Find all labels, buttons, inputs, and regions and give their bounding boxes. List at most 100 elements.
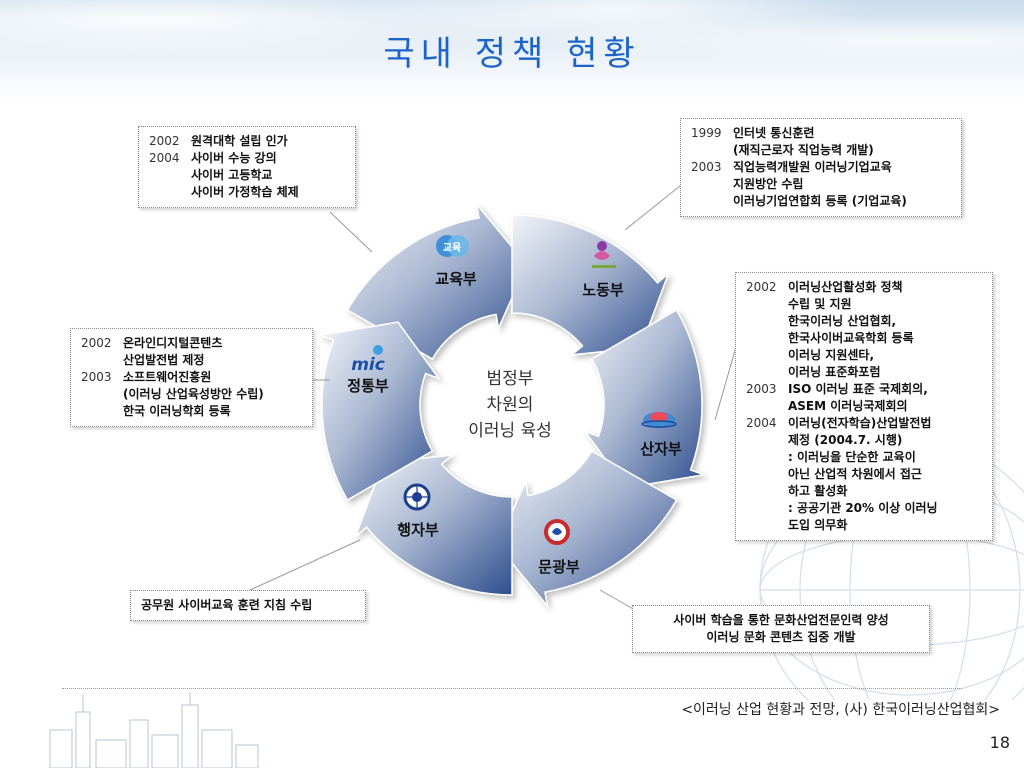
callout-text: 이러닝산업활성화 정책: [788, 280, 903, 294]
callout-text: 사이버 고등학교: [191, 168, 273, 182]
callout-year: 2004: [746, 416, 777, 430]
callout-text: 이러닝 표준화포럼: [788, 365, 881, 379]
callout-culture: 사이버 학습을 통한 문화산업전문인력 양성 이러닝 문화 콘텐츠 집중 개발: [632, 605, 930, 653]
cycle-arrow-segment: [346, 201, 528, 361]
callout-year: [746, 432, 788, 449]
callout-text: 도입 의무화: [788, 518, 848, 532]
callout-text: 지원방안 수립: [733, 177, 804, 191]
callout-text: 인터넷 통신훈련: [733, 126, 815, 140]
callout-year: [746, 296, 788, 313]
connector-administration: [249, 539, 361, 591]
connector-culture: [599, 589, 636, 611]
sky-banner: [0, 0, 1024, 100]
callout-commerce-row: 2003 ISO 이러닝 표준 국제회의,: [746, 381, 982, 398]
footer-divider: [62, 688, 962, 689]
callout-text: ISO 이러닝 표준 국제회의,: [788, 382, 928, 396]
callout-year: [746, 483, 788, 500]
source-citation: <이러닝 산업 현황과 전망, (사) 한국이러닝산업협회>: [681, 702, 1000, 718]
callout-text: : 이러닝을 단순한 교육이: [788, 450, 916, 464]
page-number: 18: [989, 733, 1010, 752]
callout-commerce-row: : 공공기관 20% 이상 이러닝: [746, 500, 982, 517]
callout-commerce-row: 하고 활성화: [746, 483, 982, 500]
cycle-arrow-segment: [496, 449, 678, 609]
callout-labor-row: 이러닝기업연합회 등록 (기업교육): [691, 193, 951, 210]
callout-commerce-row: 도입 의무화: [746, 517, 982, 534]
callout-year: [746, 313, 788, 330]
callout-year: [691, 193, 733, 210]
callout-commerce-row: 아닌 산업적 차원에서 접근: [746, 466, 982, 483]
ministry-label-labor: 노동부: [582, 281, 624, 299]
callout-text: (이러닝 산업육성방안 수립): [123, 387, 264, 401]
education-logo-text: 교육: [443, 242, 461, 254]
callout-year: [746, 398, 788, 415]
callout-year: [746, 364, 788, 381]
callout-text: 수립 및 지원: [788, 297, 852, 311]
ministry-of-labor-logo-icon: [592, 241, 616, 268]
callout-text: 이러닝기업연합회 등록 (기업교육): [733, 194, 907, 208]
callout-year: [149, 167, 191, 184]
slide-title: 국내 정책 현황: [383, 34, 641, 74]
callout-ict-row: 한국 이러닝학회 등록: [81, 403, 302, 420]
callout-text: 하고 활성화: [788, 484, 848, 498]
ministry-label-ict: 정통부: [347, 377, 389, 395]
callout-text: ASEM 이러닝국제회의: [788, 399, 908, 413]
callout-text: 제정 (2004.7. 시행): [788, 433, 903, 447]
center-line-3: 이러닝 육성: [468, 421, 552, 441]
center-line-2: 차원의: [487, 395, 534, 415]
callout-year: 2002: [81, 336, 112, 350]
callout-labor-row: 지원방안 수립: [691, 176, 951, 193]
callout-year: 2002: [746, 280, 777, 294]
cycle-arrow-segment: [317, 321, 441, 502]
callout-commerce-row: 한국사이버교육학회 등록: [746, 330, 982, 347]
cycle-arrow-segment: [354, 454, 513, 596]
connector-education: [329, 211, 373, 253]
callout-text: 사이버 수능 강의: [191, 151, 277, 165]
callout-text: 이러닝(전자학습)산업발전법: [788, 416, 932, 430]
callout-education-row: 사이버 고등학교: [149, 167, 345, 184]
cycle-arrow-segment: [511, 214, 670, 356]
callout-commerce-row: 2004 이러닝(전자학습)산업발전법: [746, 415, 982, 432]
callout-ict-row: (이러닝 산업육성방안 수립): [81, 386, 302, 403]
connector-labor: [624, 177, 691, 231]
callout-text: 한국 이러닝학회 등록: [123, 404, 231, 418]
callout-commerce-row: 제정 (2004.7. 시행): [746, 432, 982, 449]
callout-commerce-row: ASEM 이러닝국제회의: [746, 398, 982, 415]
callout-year: 2003: [691, 160, 722, 174]
callout-year: [81, 386, 123, 403]
callout-text: 이러닝 지원센타,: [788, 348, 875, 362]
callout-text: : 공공기관 20% 이상 이러닝: [788, 501, 938, 515]
ministry-of-commerce-industry-energy-logo-icon: [641, 412, 677, 428]
ministry-of-education-logo-icon: 교육: [436, 235, 469, 257]
callout-administration-line-1: 공무원 사이버교육 훈련 지침 수립: [141, 598, 313, 612]
callout-year: [746, 466, 788, 483]
callout-text: 한국사이버교육학회 등록: [788, 331, 914, 345]
callout-year: [746, 330, 788, 347]
cycle-arrow-segment: [583, 308, 707, 489]
callout-administration: 공무원 사이버교육 훈련 지침 수립: [130, 590, 366, 621]
callout-commerce-row: 수립 및 지원: [746, 296, 982, 313]
connector-commerce: [714, 339, 739, 421]
callout-education-row: 2004 사이버 수능 강의: [149, 150, 345, 167]
ministry-of-culture-tourism-logo-icon: [544, 519, 570, 545]
callout-text: 소프트웨어진흥원: [123, 370, 212, 384]
callout-commerce-row: 이러닝 지원센타,: [746, 347, 982, 364]
mic-logo-text: mic: [351, 355, 385, 375]
callout-year: 2003: [746, 382, 777, 396]
callout-text: 사이버 가정학습 체제: [191, 185, 299, 199]
callout-year: 2004: [149, 151, 180, 165]
callout-commerce-row: 한국이러닝 산업협회,: [746, 313, 982, 330]
callout-commerce-row: 2002 이러닝산업활성화 정책: [746, 279, 982, 296]
callout-text: (재직근로자 직업능력 개발): [733, 143, 874, 157]
callout-culture-line-2: 이러닝 문화 콘텐츠 집중 개발: [706, 630, 856, 644]
callout-year: [746, 500, 788, 517]
callout-year: [691, 142, 733, 159]
callout-year: [746, 449, 788, 466]
callout-year: 2002: [149, 134, 180, 148]
